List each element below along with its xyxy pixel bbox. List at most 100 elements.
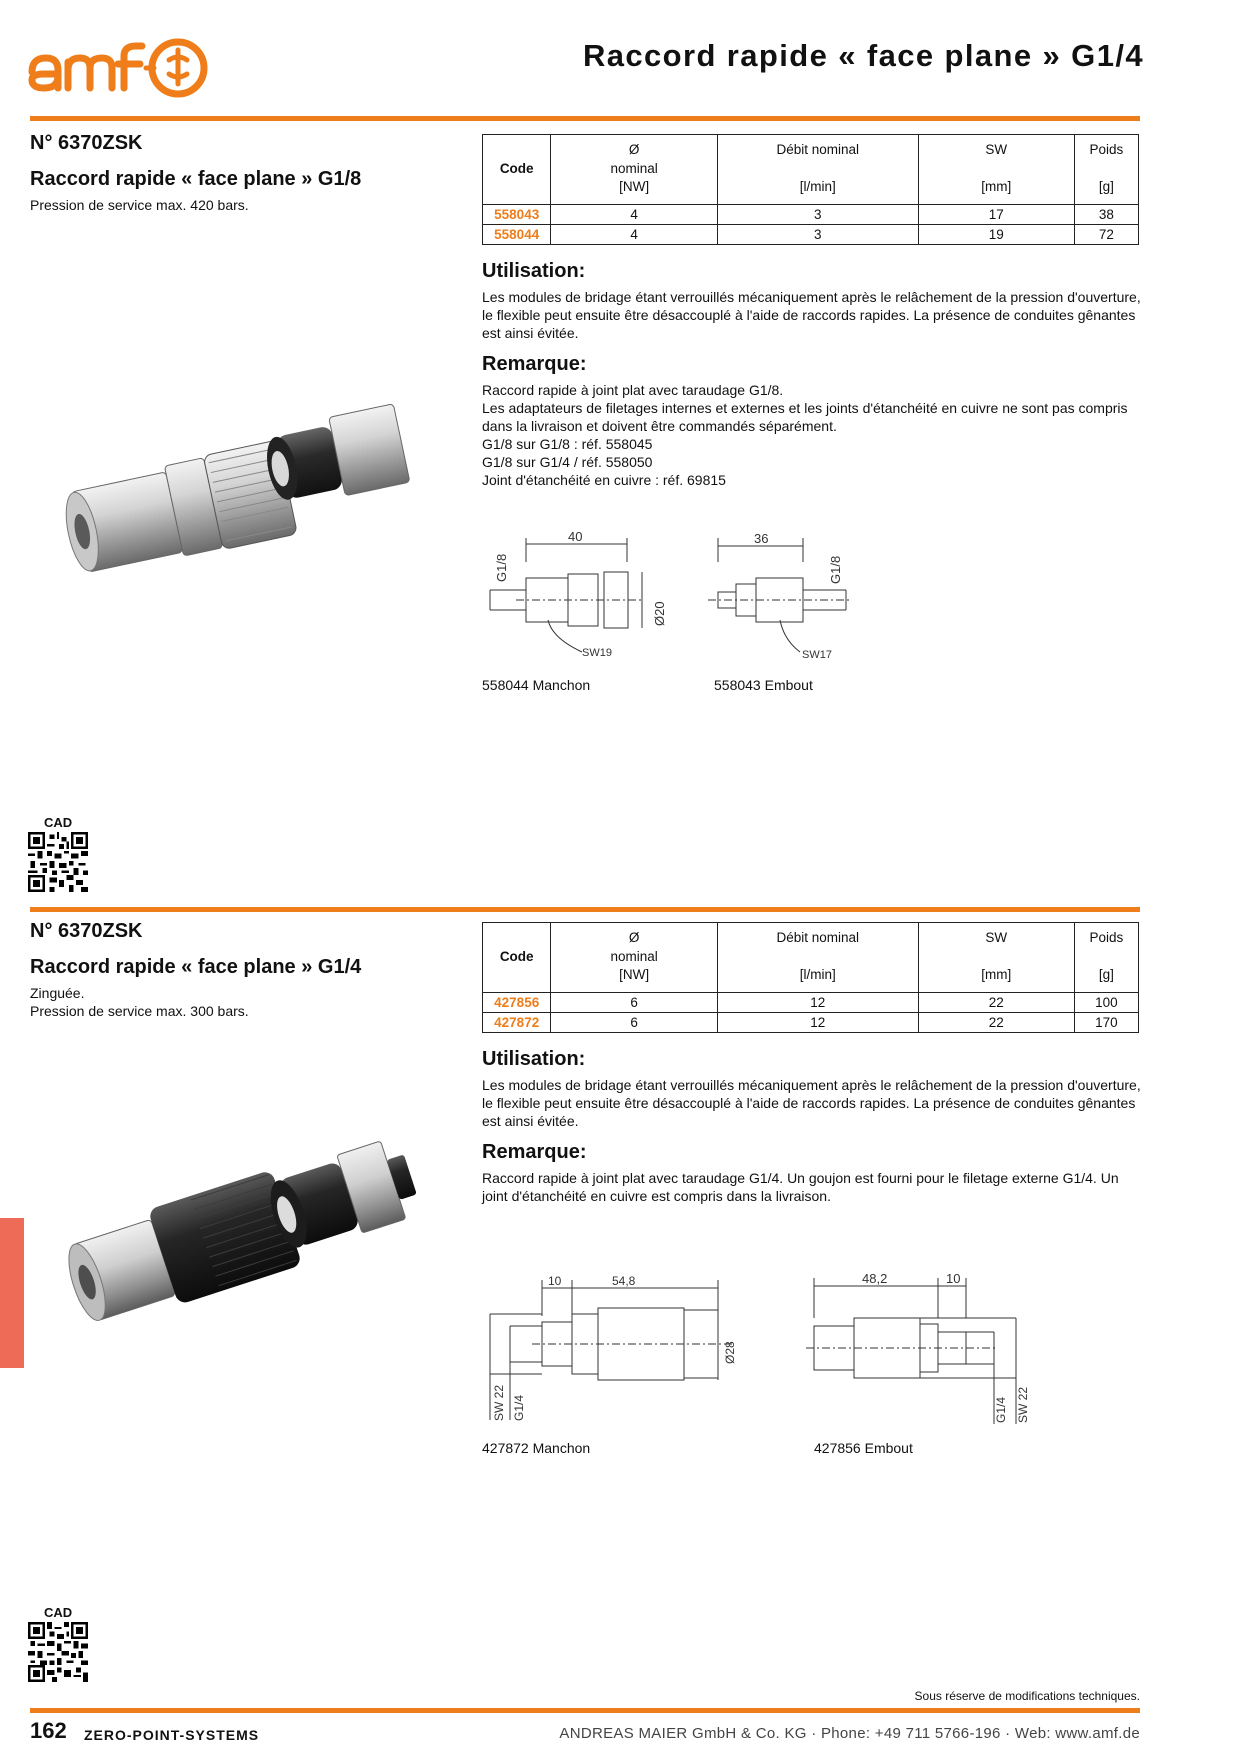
nw-cell: 4 xyxy=(550,224,718,245)
section1-spec-table: Code Ø nominal [NW] Débit nominal [l/min… xyxy=(481,134,1140,245)
section2-qr-code[interactable] xyxy=(28,1622,88,1687)
wrench-label: SW19 xyxy=(582,647,612,659)
diameter-label: nominal xyxy=(610,948,658,964)
footer-note: Sous réserve de modifications techniques… xyxy=(914,1689,1140,1703)
wrench-label: SW17 xyxy=(802,649,832,661)
section2-usage-title: Utilisation: xyxy=(482,1048,586,1070)
diameter-symbol: Ø xyxy=(628,142,640,157)
remark-line: Les adaptateurs de filetages internes et… xyxy=(482,400,1128,434)
weight-cell: 170 xyxy=(1073,1012,1140,1033)
section1-number: N° 6370ZSK xyxy=(30,132,143,154)
section2-drawing-right: 48,2 10 G1/4 SW 22 xyxy=(796,1268,1036,1433)
flow-label: Débit nominal xyxy=(776,930,860,945)
section-divider-rule xyxy=(30,907,1140,912)
section2-remark: Raccord rapide à joint plat avec tarauda… xyxy=(482,1169,1142,1205)
flow-unit: [l/min] xyxy=(799,966,836,982)
remark-line: G1/8 sur G1/4 / réf. 558050 xyxy=(482,454,653,470)
section1-remark: Raccord rapide à joint plat avec tarauda… xyxy=(482,381,1142,489)
flow-unit: [l/min] xyxy=(799,178,836,194)
wrench-label: SW 22 xyxy=(492,1385,506,1421)
section1-usage-text: Les modules de bridage étant verrouillés… xyxy=(482,289,1141,341)
section1-qr-code[interactable] xyxy=(28,832,88,897)
section1-drawing-right: 36 G1/8 SW17 xyxy=(700,528,860,673)
wrench-label: SW 22 xyxy=(1016,1387,1030,1423)
header-flow: Débit nominal [l/min] xyxy=(716,134,919,205)
amf-logo xyxy=(28,34,224,105)
nw-cell: 6 xyxy=(550,992,718,1013)
weight-unit: [g] xyxy=(1098,966,1114,982)
sw-cell: 22 xyxy=(917,992,1075,1013)
section2-spec-table: Code Ø nominal [NW] Débit nominal [l/min… xyxy=(481,922,1140,1033)
flow-cell: 12 xyxy=(716,1012,919,1033)
section2-cad-label: CAD xyxy=(44,1605,73,1620)
weight-label: Poids xyxy=(1089,142,1124,157)
flow-cell: 3 xyxy=(716,204,919,225)
sw-unit: [mm] xyxy=(981,178,1012,194)
section2-drawing-right-caption: 427856 Embout xyxy=(814,1440,913,1456)
diameter-label: nominal xyxy=(610,160,658,176)
dim-length-label: 40 xyxy=(568,529,582,544)
nw-cell: 4 xyxy=(550,204,718,225)
diameter-label: Ø20 xyxy=(652,601,667,626)
table-row: 558044 4 3 19 72 xyxy=(481,224,1140,245)
side-tab-marker xyxy=(0,1218,24,1368)
nw-cell: 6 xyxy=(550,1012,718,1033)
header-diameter: Ø nominal [NW] xyxy=(550,922,718,993)
sw-unit: [mm] xyxy=(981,966,1012,982)
code-cell[interactable]: 558043 xyxy=(481,204,552,225)
weight-cell: 38 xyxy=(1073,204,1140,225)
header-sw: SW [mm] xyxy=(917,134,1075,205)
dim-b-label: 10 xyxy=(946,1271,960,1286)
header-code: Code xyxy=(481,134,552,205)
thread-label: G1/4 xyxy=(994,1397,1008,1423)
weight-cell: 100 xyxy=(1073,992,1140,1013)
header-sw: SW [mm] xyxy=(917,922,1075,993)
remark-line: Raccord rapide à joint plat avec tarauda… xyxy=(482,382,784,398)
section2-drawing-left: 10 54,8 SW 22 G1/4 Ø28 xyxy=(482,1272,742,1427)
diameter-symbol: Ø xyxy=(628,930,640,945)
table-row: 427856 6 12 22 100 xyxy=(481,992,1140,1013)
table-row: 427872 6 12 22 170 xyxy=(481,1012,1140,1033)
dim-a-label: 48,2 xyxy=(862,1271,887,1286)
header-diameter: Ø nominal [NW] xyxy=(550,134,718,205)
dim-length-label: 36 xyxy=(754,531,768,546)
section1-drawing-left: 40 G1/8 Ø20 SW19 xyxy=(482,528,682,673)
weight-cell: 72 xyxy=(1073,224,1140,245)
section2-remark-title: Remarque: xyxy=(482,1141,587,1163)
section1-drawing-left-caption: 558044 Manchon xyxy=(482,677,591,693)
thread-label: G1/4 xyxy=(512,1395,526,1421)
table-row: 558043 4 3 17 38 xyxy=(481,204,1140,225)
remark-line: Joint d'étanchéité en cuivre : réf. 6981… xyxy=(482,472,726,488)
section2-title: Raccord rapide « face plane » G1/4 xyxy=(30,956,362,978)
section2-usage-text: Les modules de bridage étant verrouillés… xyxy=(482,1077,1141,1129)
page-title: Raccord rapide « face plane » G1/4 xyxy=(582,38,1144,73)
code-cell[interactable]: 427872 xyxy=(481,1012,552,1033)
header-flow: Débit nominal [l/min] xyxy=(716,922,919,993)
remark-line: G1/8 sur G1/8 : réf. 558045 xyxy=(482,436,653,452)
code-cell[interactable]: 427856 xyxy=(481,992,552,1013)
diameter-unit: [NW] xyxy=(619,967,650,982)
header-weight: Poids [g] xyxy=(1073,922,1140,993)
section1-drawing-right-caption: 558043 Embout xyxy=(714,677,813,693)
footer-rule xyxy=(30,1708,1140,1713)
dim-a-label: 10 xyxy=(548,1274,562,1288)
description-line: Zinguée. xyxy=(30,985,85,1001)
weight-unit: [g] xyxy=(1098,178,1114,194)
code-cell[interactable]: 558044 xyxy=(481,224,552,245)
dim-b-label: 54,8 xyxy=(612,1274,636,1288)
remark-line: Raccord rapide à joint plat avec tarauda… xyxy=(482,1170,1119,1204)
section1-usage-title: Utilisation: xyxy=(482,260,586,282)
description-line: Pression de service max. 300 bars. xyxy=(30,1003,249,1019)
section2-product-image xyxy=(66,1130,417,1335)
sw-cell: 22 xyxy=(917,1012,1075,1033)
flow-cell: 12 xyxy=(716,992,919,1013)
description-line: Pression de service max. 420 bars. xyxy=(30,197,249,213)
sw-cell: 19 xyxy=(917,224,1075,245)
footer-section-name: ZERO-POINT-SYSTEMS xyxy=(84,1727,260,1743)
sw-cell: 17 xyxy=(917,204,1075,225)
page-number: 162 xyxy=(30,1718,67,1743)
section2-drawing-left-caption: 427872 Manchon xyxy=(482,1440,591,1456)
section1-cad-label: CAD xyxy=(44,815,73,830)
section2-number: N° 6370ZSK xyxy=(30,920,143,942)
header-weight: Poids [g] xyxy=(1073,134,1140,205)
